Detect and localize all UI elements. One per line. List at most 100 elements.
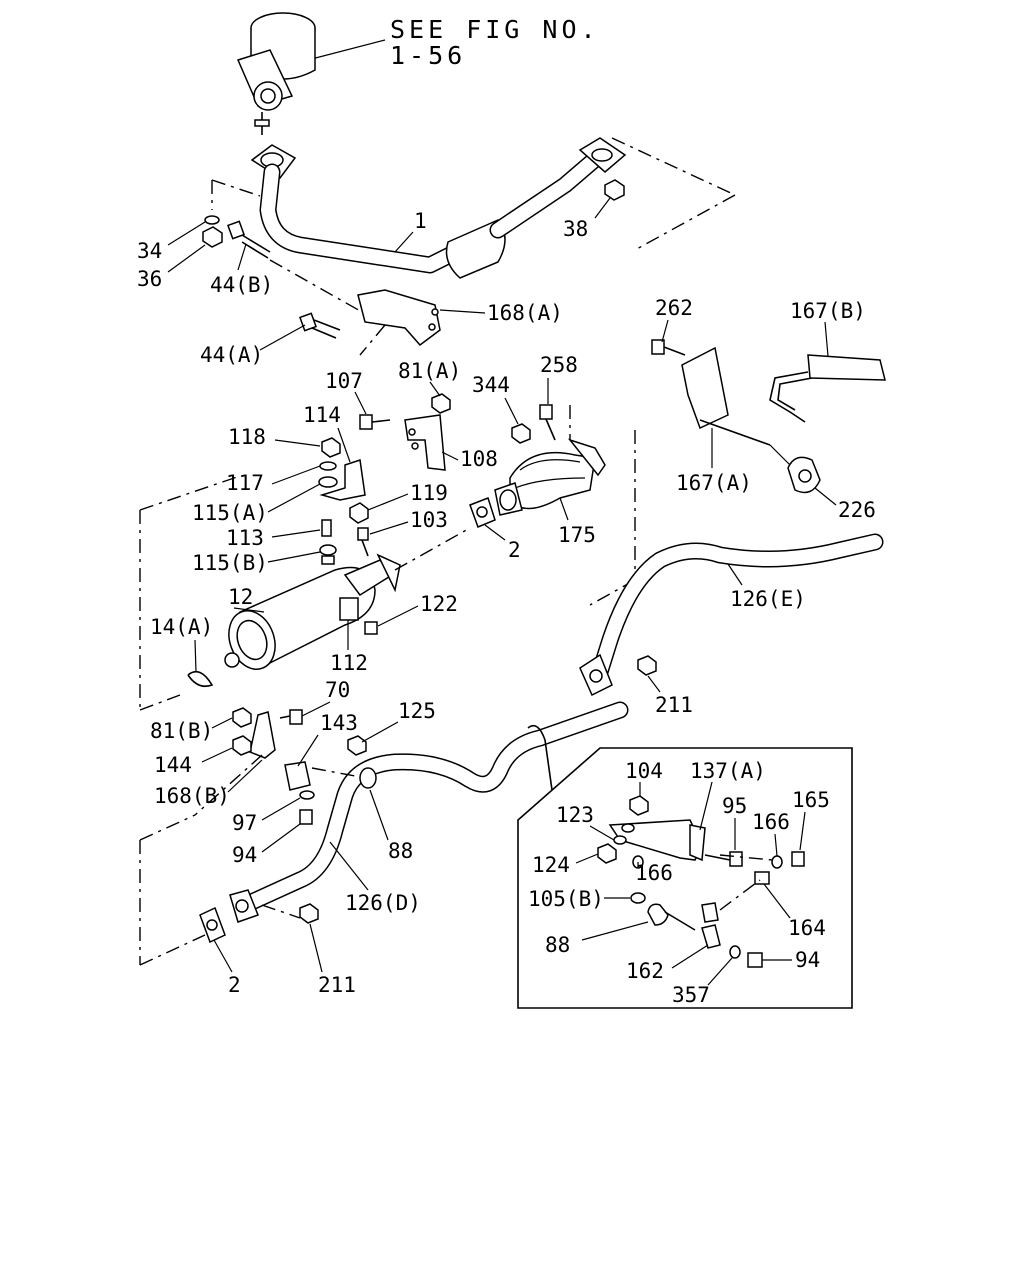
callout-107: 107 [325,369,363,393]
callout-34: 34 [137,239,162,263]
callout-70: 70 [325,678,350,702]
rubber-115b [319,544,337,565]
bolt-258 [539,404,556,441]
callout-115a: 115(A) [192,501,268,525]
gasket-2-lower [199,906,226,944]
nut-104 [629,795,649,816]
assembly-line [139,814,196,841]
assembly-line [719,854,773,861]
washer-97 [299,790,315,800]
callout-211-lower: 211 [318,973,356,997]
callout-124: 124 [532,853,570,877]
callout-113: 113 [226,526,264,550]
callout-88-detail: 88 [545,933,570,957]
assembly-line [719,879,761,911]
assembly-line [311,767,356,777]
assembly-line [634,194,736,251]
callout-95: 95 [722,794,747,818]
bolt-262 [651,339,686,356]
callout-97: 97 [232,811,257,835]
callout-168b: 168(B) [154,784,230,808]
assembly-line [261,904,301,919]
bolt-103 [357,527,369,557]
washer-123 [613,835,627,845]
callout-175: 175 [558,523,596,547]
callout-88-main: 88 [388,839,413,863]
callout-211-upper: 211 [655,693,693,717]
washer-357 [729,945,741,959]
bolt-94-detail [747,952,763,968]
callout-81a: 81(A) [398,359,461,383]
reference-note-line1: SEE FIG NO. [390,15,600,44]
callout-44a: 44(A) [200,343,263,367]
callout-44b: 44(B) [210,273,273,297]
callout-137a: 137(A) [690,759,766,783]
washer-166-right [771,855,783,869]
callout-166-right: 166 [752,810,790,834]
front-pipe [250,137,627,279]
callout-108: 108 [460,447,498,471]
nut-118 [321,437,341,458]
callout-167b: 167(B) [790,299,866,323]
callout-81b: 81(B) [150,719,213,743]
bolt-95 [704,851,743,867]
assembly-line [139,694,181,711]
tail-pipe-126e [579,533,884,697]
nut-36 [202,226,223,248]
bolt-70 [279,709,303,725]
callout-167a: 167(A) [676,471,752,495]
assembly-line [139,475,241,511]
callout-119: 119 [410,481,448,505]
callout-162: 162 [626,959,664,983]
callout-104: 104 [625,759,663,783]
rubber-hanger-226 [787,456,821,494]
callout-115b: 115(B) [192,551,268,575]
nut-124 [597,843,617,864]
bolt-107 [359,414,391,430]
washer-34 [204,215,220,225]
callout-117: 117 [226,471,264,495]
callout-94-left: 94 [232,843,257,867]
bolt-165 [791,851,805,867]
reference-note-line2: 1-56 [390,41,466,70]
callout-114: 114 [303,403,341,427]
callout-165: 165 [792,788,830,812]
heat-shield-167a [681,346,771,446]
bolt-122 [364,621,378,635]
callout-126d: 126(D) [345,891,421,915]
nut-211-lower [299,903,319,924]
clamp-14a [187,670,214,688]
callout-36: 36 [137,267,162,291]
nut-119 [349,502,369,524]
callout-344: 344 [472,373,510,397]
callout-126e: 126(E) [730,587,806,611]
nut-344 [511,423,531,444]
nut-125 [347,735,367,756]
bracket-168b [249,711,311,791]
assembly-line [269,259,386,326]
gasket-2-upper [469,497,496,528]
callout-144: 144 [154,753,192,777]
callout-357: 357 [672,983,710,1007]
washer-105b [630,892,646,904]
bolt-44a [299,312,341,339]
callout-258: 258 [540,353,578,377]
callout-14a: 14(A) [150,615,213,639]
callout-168a: 168(A) [487,301,563,325]
callout-123: 123 [556,803,594,827]
sleeve-164 [754,871,770,885]
callout-164: 164 [788,916,826,940]
bolt-94 [299,809,313,825]
callout-122: 122 [420,592,458,616]
silencer [224,553,401,670]
detail-inset [517,747,853,1009]
turbocharger-assembly [236,12,316,135]
callout-103: 103 [410,508,448,532]
rubber-115a [318,476,338,488]
callout-38: 38 [563,217,588,241]
callout-166-left: 166 [635,861,673,885]
callout-1: 1 [414,209,427,233]
bracket-108-assembly [319,414,446,501]
callout-125: 125 [398,699,436,723]
